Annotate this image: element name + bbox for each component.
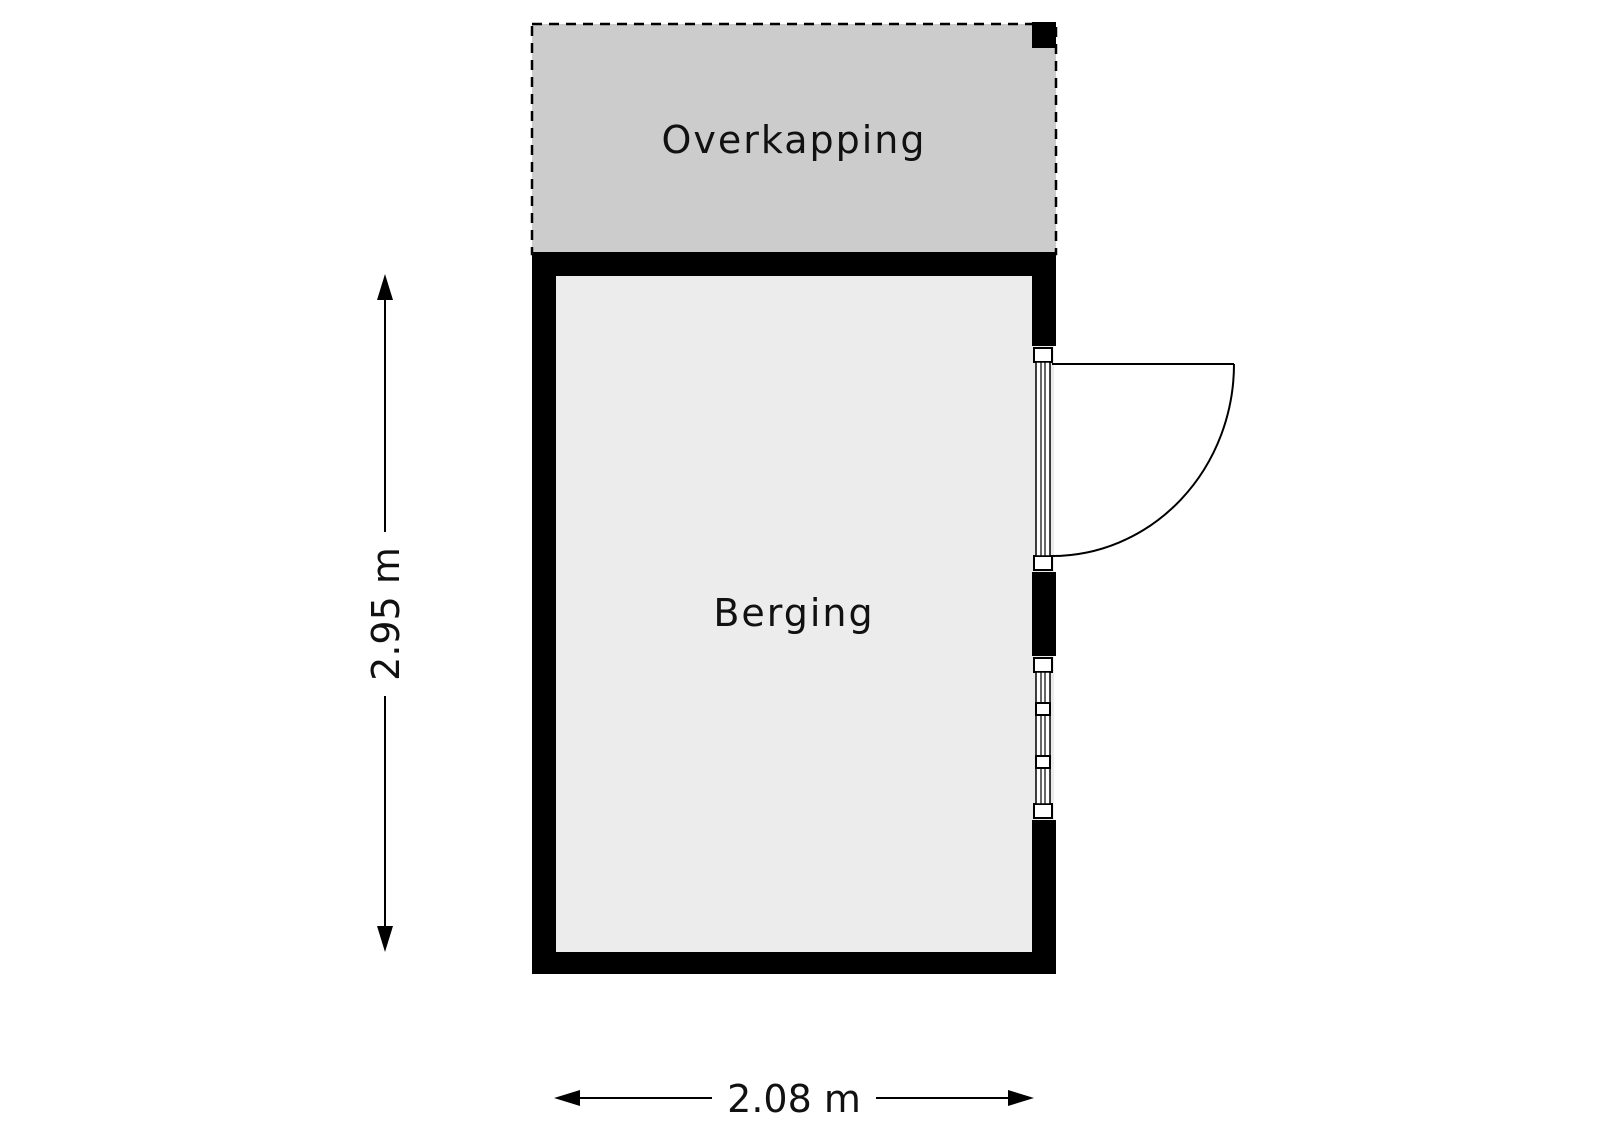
overkapping-area [530, 22, 1058, 256]
arrow-down-icon [377, 926, 393, 952]
window-frame-bottom [1033, 803, 1053, 819]
door-swing-arc [1051, 363, 1235, 557]
dimension-height-label: 2.95 m [364, 547, 408, 681]
arrow-right-icon [1008, 1090, 1034, 1106]
wall-left [532, 252, 556, 974]
arrow-up-icon [377, 274, 393, 300]
dimension-width-label: 2.08 m [727, 1077, 861, 1121]
wall-bottom [532, 952, 1056, 974]
wall-top [532, 252, 1056, 276]
wall-right-upper [1032, 252, 1056, 346]
window-frame-top [1033, 657, 1053, 673]
window-mullion-2 [1035, 755, 1051, 769]
door-frame-top [1033, 347, 1053, 363]
door-frame-bottom [1033, 555, 1053, 571]
door [1033, 347, 1235, 571]
wall-right-lower [1032, 820, 1056, 974]
room-label-overkapping: Overkapping [661, 118, 926, 162]
window-glass [1035, 671, 1051, 805]
window-mullion-1 [1035, 702, 1051, 716]
wall-right-middle [1032, 572, 1056, 656]
dimension-width: 2.08 m [554, 1077, 1034, 1121]
support-post [1032, 22, 1056, 48]
window [1033, 657, 1053, 819]
door-threshold [1035, 361, 1051, 557]
room-overkapping: Overkapping [530, 22, 1058, 256]
berging-floor [534, 254, 1054, 963]
dimension-height: 2.95 m [364, 274, 408, 952]
room-berging: Berging [532, 252, 1235, 974]
arrow-left-icon [554, 1090, 580, 1106]
room-label-berging: Berging [713, 591, 874, 635]
